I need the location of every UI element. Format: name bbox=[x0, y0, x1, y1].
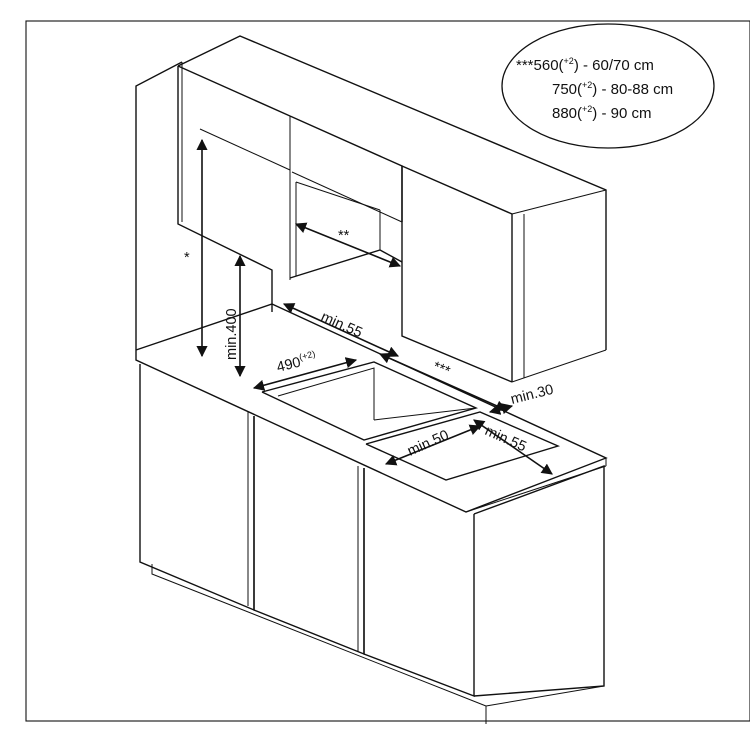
dimension-legend: ***560(+2) - 60/70 cm 750(+2) - 80-88 cm… bbox=[501, 23, 715, 149]
countertop bbox=[135, 303, 608, 513]
min-50-label: min.50 bbox=[405, 427, 451, 459]
min-55-right-label: min.55 bbox=[482, 423, 528, 455]
legend-row-1: ***560(+2) - 60/70 cm bbox=[516, 56, 654, 74]
wall-panel bbox=[135, 61, 183, 350]
min-50-arrow bbox=[384, 424, 482, 466]
legend-row-2-tol: +2 bbox=[582, 80, 592, 90]
cutout-width-tolerance: (+2) bbox=[298, 349, 316, 363]
min-400-label: min.400 bbox=[224, 308, 240, 360]
upper-height-label: * bbox=[184, 250, 190, 266]
legend-row-1-base: 560 bbox=[534, 57, 559, 74]
dimension-lines bbox=[196, 138, 553, 475]
legend-marker: *** bbox=[516, 57, 534, 74]
cutout-width-value: 490 bbox=[275, 355, 302, 376]
legend-row-3: 880(+2) - 90 cm bbox=[552, 104, 651, 122]
cutout-width-label: 490(+2) bbox=[275, 349, 319, 376]
hood-gap-label: ** bbox=[338, 228, 350, 244]
base-cabinets bbox=[139, 364, 605, 724]
legend-row-3-range: - 90 cm bbox=[597, 105, 651, 122]
cutout-depth-label: *** bbox=[431, 359, 453, 380]
min-55-top-arrow bbox=[282, 303, 400, 357]
cutout-depth-arrow bbox=[378, 352, 508, 412]
hood-gap-arrow bbox=[294, 222, 402, 268]
legend-row-3-tol: +2 bbox=[582, 104, 592, 114]
min-55-right-arrow bbox=[473, 419, 553, 475]
legend-ellipse bbox=[501, 23, 715, 149]
min-30-label: min.30 bbox=[509, 382, 555, 408]
image-frame bbox=[25, 20, 750, 722]
legend-row-1-tol: +2 bbox=[564, 56, 574, 66]
legend-row-2: 750(+2) - 80-88 cm bbox=[552, 80, 673, 98]
legend-row-3-base: 880 bbox=[552, 105, 577, 122]
min-30-arrow bbox=[488, 403, 514, 415]
legend-row-1-range: - 60/70 cm bbox=[579, 57, 654, 74]
cutout-width-arrow bbox=[252, 357, 358, 391]
legend-row-2-range: - 80-88 cm bbox=[597, 81, 673, 98]
legend-row-2-base: 750 bbox=[552, 81, 577, 98]
hob-cutout bbox=[365, 411, 561, 481]
